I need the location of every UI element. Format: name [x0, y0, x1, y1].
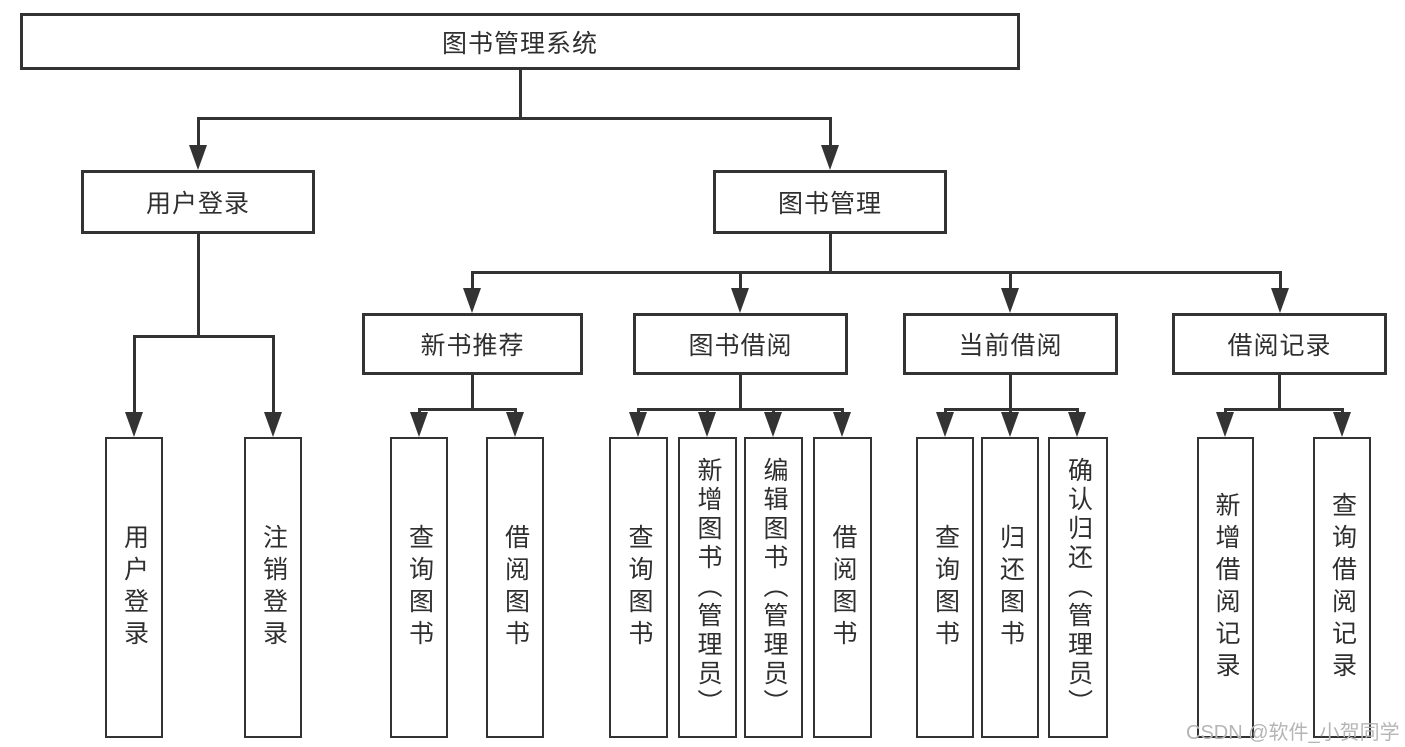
- node-label: 图书管理: [777, 190, 882, 218]
- connector-new-book-stem: [470, 375, 474, 410]
- connector-root-branch: [197, 117, 831, 120]
- leaf-label: 新增借阅记录: [1212, 491, 1240, 684]
- connector-book-borrow-stem: [738, 375, 742, 410]
- leaf-label: 借阅图书: [501, 523, 530, 652]
- node-label: 借阅记录: [1227, 332, 1332, 360]
- leaf-add-book-admin: 新增图书（管理员）: [678, 437, 737, 738]
- leaf-borrow-books-borrowing: 借阅图书: [813, 437, 872, 738]
- leaf-return-book: 归还图书: [981, 437, 1039, 738]
- connector-user-login-branch: [133, 335, 274, 338]
- connector-to-borrow-records: [1278, 271, 1282, 291]
- leaf-borrow-books-recommend: 借阅图书: [486, 437, 544, 738]
- arrow-down-icon: [506, 412, 524, 437]
- connector-book-mgmt-stem: [828, 234, 832, 273]
- connector-to-new-book: [470, 271, 474, 291]
- arrow-down-icon: [821, 145, 839, 170]
- leaf-logout: 注销登录: [244, 437, 302, 738]
- connector-to-book-mgmt: [828, 117, 832, 149]
- connector-root-stem: [518, 70, 522, 119]
- arrow-down-icon: [629, 412, 647, 437]
- connector-user-login-stem: [196, 234, 200, 338]
- node-label: 图书借阅: [688, 332, 793, 360]
- arrow-down-icon: [731, 288, 749, 313]
- connector-current-borrow-stem: [1008, 375, 1012, 410]
- node-current-borrowing: 当前借阅: [903, 313, 1118, 375]
- leaf-label: 查询图书: [625, 523, 653, 652]
- node-label: 用户登录: [145, 190, 250, 218]
- csdn-watermark: CSDN @软件_小贺同学: [1186, 722, 1400, 744]
- connector-to-leaf: [132, 335, 136, 415]
- node-borrowing-records: 借阅记录: [1172, 313, 1387, 375]
- connector-to-leaf: [271, 335, 275, 415]
- connector-borrow-records-branch: [1224, 408, 1343, 411]
- arrow-down-icon: [189, 145, 207, 170]
- arrow-down-icon: [125, 412, 143, 437]
- arrow-down-icon: [1068, 412, 1086, 437]
- arrow-down-icon: [833, 412, 851, 437]
- arrow-down-icon: [463, 288, 481, 313]
- leaf-label: 新增图书（管理员）: [694, 457, 722, 718]
- arrow-down-icon: [410, 412, 428, 437]
- arrow-down-icon: [1333, 412, 1351, 437]
- leaf-query-books-borrowing: 查询图书: [609, 437, 668, 738]
- arrow-down-icon: [264, 412, 282, 437]
- node-new-book-recommend: 新书推荐: [362, 313, 583, 375]
- leaf-label: 查询图书: [931, 523, 960, 652]
- node-book-borrowing: 图书借阅: [633, 313, 848, 375]
- leaf-add-borrow-record: 新增借阅记录: [1197, 437, 1254, 738]
- leaf-label: 用户登录: [120, 523, 149, 652]
- leaf-label: 借阅图书: [829, 523, 857, 652]
- leaf-label: 查询借阅记录: [1328, 491, 1357, 684]
- node-label: 新书推荐: [420, 332, 525, 360]
- leaf-query-books-recommend: 查询图书: [390, 437, 448, 738]
- arrow-down-icon: [698, 412, 716, 437]
- connector-new-book-branch: [418, 408, 517, 411]
- node-user-login: 用户登录: [81, 170, 315, 234]
- connector-book-borrow-branch: [637, 408, 844, 411]
- connector-to-current-borrow: [1008, 271, 1012, 291]
- leaf-label: 确认归还（管理员）: [1064, 457, 1093, 718]
- leaf-query-books-current: 查询图书: [916, 437, 974, 738]
- leaf-confirm-return-admin: 确认归还（管理员）: [1048, 437, 1108, 738]
- arrow-down-icon: [764, 412, 782, 437]
- leaf-query-borrow-record: 查询借阅记录: [1313, 437, 1371, 738]
- node-label: 图书管理系统: [441, 29, 598, 58]
- leaf-label: 归还图书: [996, 523, 1025, 652]
- arrow-down-icon: [1271, 288, 1289, 313]
- arrow-down-icon: [1001, 412, 1019, 437]
- leaf-edit-book-admin: 编辑图书（管理员）: [744, 437, 803, 738]
- leaf-label: 编辑图书（管理员）: [760, 457, 788, 718]
- leaf-user-login: 用户登录: [105, 437, 163, 738]
- leaf-label: 注销登录: [259, 523, 288, 652]
- connector-borrow-records-stem: [1277, 375, 1281, 410]
- connector-to-user-login: [196, 117, 200, 149]
- node-book-management: 图书管理: [713, 170, 947, 234]
- arrow-down-icon: [1001, 288, 1019, 313]
- node-root-library-system: 图书管理系统: [20, 13, 1020, 70]
- leaf-label: 查询图书: [405, 523, 434, 652]
- connector-to-book-borrow: [738, 271, 742, 291]
- connector-book-mgmt-branch: [471, 271, 1281, 274]
- node-label: 当前借阅: [958, 332, 1063, 360]
- arrow-down-icon: [1216, 412, 1234, 437]
- arrow-down-icon: [936, 412, 954, 437]
